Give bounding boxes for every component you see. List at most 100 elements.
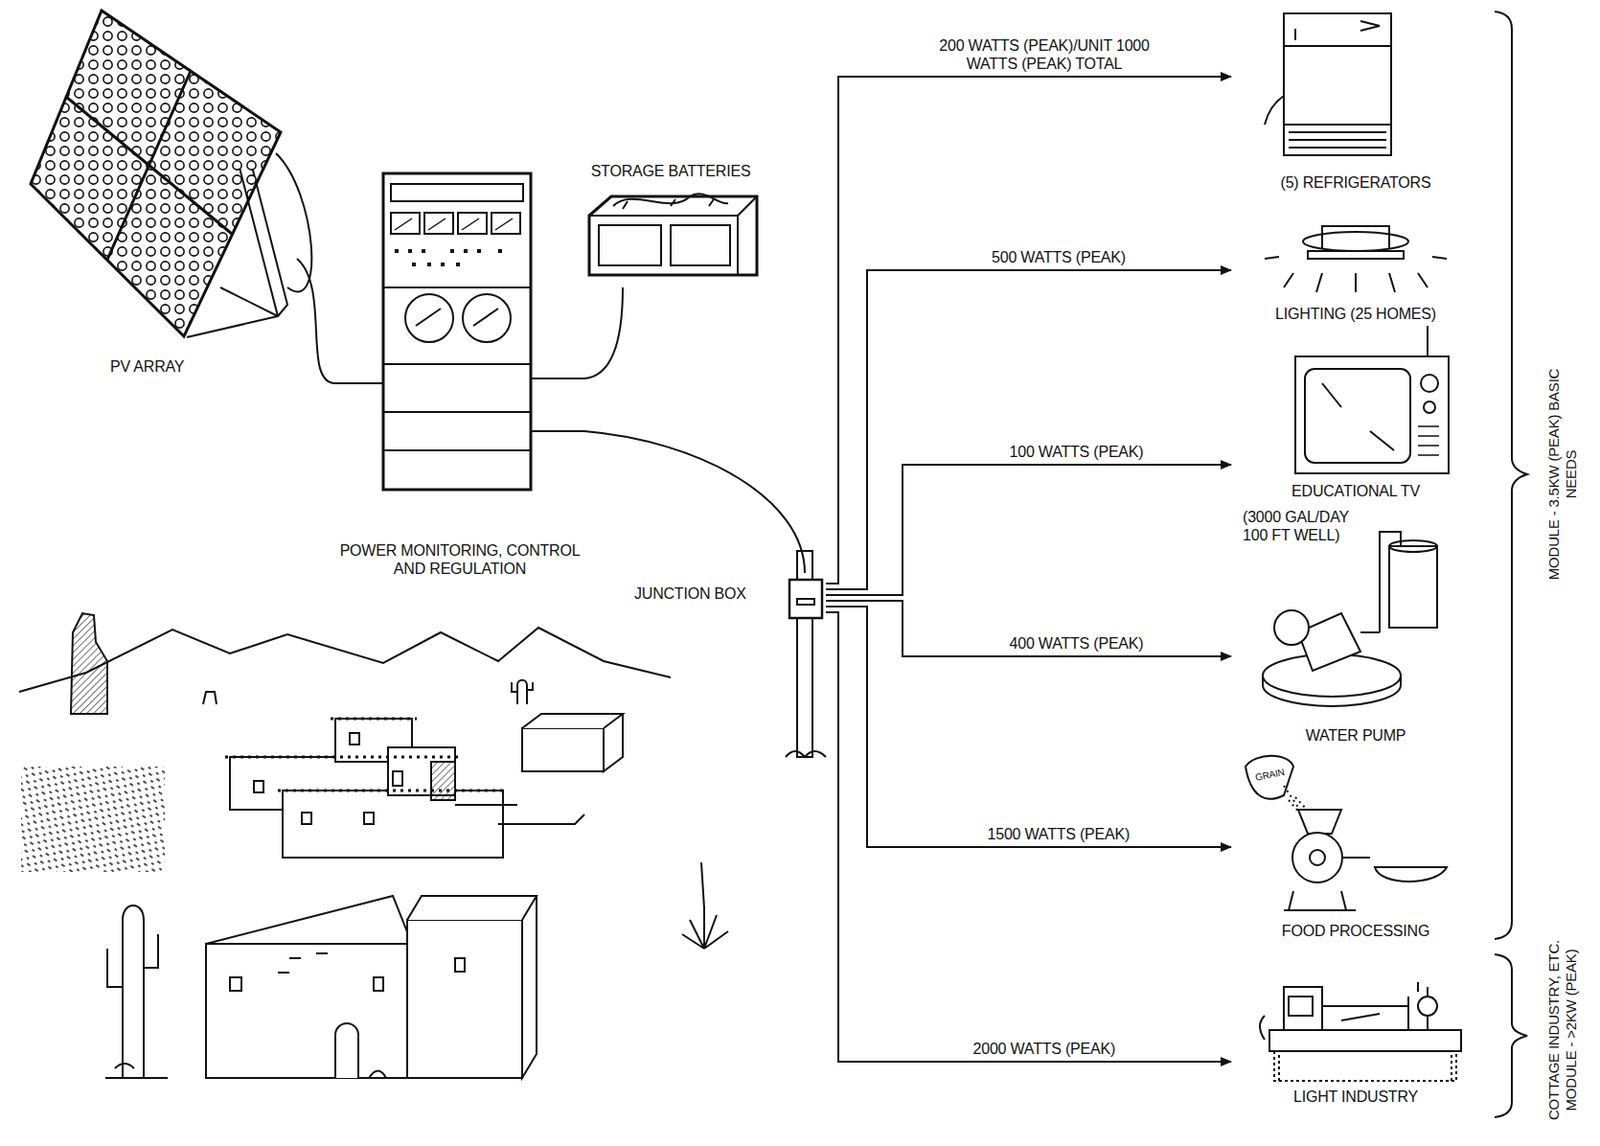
water-pump [1262,531,1438,707]
landscape-part [203,691,217,705]
adobe-houses-part [455,804,585,824]
adobe-houses-part [225,718,508,791]
control-cabinet-part [394,251,503,265]
television-part [1295,356,1449,474]
storage-batteries-part [670,225,731,266]
lathe-part [1322,982,1428,1030]
control-cabinet-part [415,308,499,326]
television-part [1420,374,1439,392]
load-node: LIGHTING (25 HOMES) [1231,215,1481,331]
feeder-line [825,612,1232,1062]
landscape-part [21,766,165,872]
node-label: LIGHT INDUSTRY [1231,1087,1481,1106]
lathe-part [1269,1029,1462,1052]
bracket-label-box: COTTAGE INDUSTRY, ETC. MODULE - >2KW (PE… [1544,924,1579,1137]
grain-mill-part [1292,832,1343,883]
adobe-houses-part [282,790,503,858]
refrigerator [1264,13,1392,156]
feeder-line [825,76,1232,584]
feeder-line [825,606,1232,847]
landscape-part [511,680,533,705]
bracket-label: MODULE - 3.5KW (PEAK) BASIC NEEDS [1544,364,1579,586]
control-cabinet-part [390,183,524,202]
load-node: (5) REFRIGERATORS [1231,7,1481,200]
lathe-part [1288,996,1313,1016]
node-label: (5) REFRIGERATORS [1231,173,1481,192]
lathe-part [1274,1051,1457,1081]
control-cabinet-part [383,173,531,490]
storage-batteries [589,193,757,275]
pv-array [30,10,312,338]
landscape-part [107,905,159,1078]
lathe [1259,982,1462,1081]
pv-array-part [66,70,232,260]
node-label: JUNCTION BOX [634,584,826,603]
water-pump-part [1262,675,1401,707]
adobe-houses-part [522,728,604,772]
pv-array-node: PV ARRAY [19,7,298,391]
node-label: WATER PUMP [1231,726,1481,745]
refrigerator-part [1264,21,1392,148]
junction-pole-part [789,579,823,618]
landscape-part [19,627,671,692]
storage-batteries-part [589,196,757,275]
adobe-houses-part [522,713,623,772]
landscape [19,613,729,1078]
edge-label: 2000 WATTS (PEAK) [970,1039,1120,1058]
water-pump-part [1389,546,1438,628]
grain-mill-part [1283,857,1371,911]
feeder-line [825,600,1232,657]
grain-mill-part [1309,849,1326,866]
grain-mill [1245,755,1447,911]
adobe-houses-part [205,895,412,944]
adobe-houses-part [364,812,374,824]
cable [297,258,336,384]
load-node: EDUCATIONAL TV [1231,335,1481,506]
adobe-houses-part [301,812,312,824]
light-fixture-part [1302,231,1409,252]
edge-label-box: 200 WATTS (PEAK)/UNIT 1000 WATTS (PEAK) … [926,36,1163,73]
light-fixture-part [1264,256,1447,293]
edge-label-box: 1500 WATTS (PEAK) [984,824,1134,844]
television-part [1417,426,1440,456]
bracket-part [1494,954,1528,1118]
adobe-houses-part [349,732,360,745]
grain-mill-part [1245,755,1294,800]
adobe-houses [205,713,623,1078]
feeder-line [825,270,1232,590]
node-label: (3000 GAL/DAY 100 FT WELL) [1242,507,1372,545]
feeder-line [825,464,1232,595]
light-fixture [1264,226,1447,293]
control-cabinet-part [335,378,585,432]
adobe-houses-part [407,895,537,1078]
edge-label: 100 WATTS (PEAK) [1006,442,1147,461]
bracket-label-box: MODULE - 3.5KW (PEAK) BASIC NEEDS [1544,364,1579,586]
lathe-part [1417,996,1438,1016]
junction-pole-part [797,598,815,605]
adobe-houses-part [431,761,456,800]
node-label: LIGHTING (25 HOMES) [1231,304,1481,323]
node-label: POWER MONITORING, CONTROL AND REGULATION [335,541,585,578]
edge-label-box: 100 WATTS (PEAK) [1006,442,1147,461]
node-label: FOOD PROCESSING [1231,921,1481,940]
node-label: EDUCATIONAL TV [1231,481,1481,501]
storage-batteries-part [589,196,757,275]
television [1295,325,1449,474]
load-node: LIGHT INDUSTRY [1231,967,1481,1112]
control-cabinet-part [383,287,531,451]
edge-label: 400 WATTS (PEAK) [1006,634,1147,653]
grain-mill-part [1298,809,1342,834]
control-cabinet-part [394,218,513,230]
storage-batteries-part [598,225,662,266]
bracket [1494,11,1528,1118]
junction-pole [785,550,826,757]
light-fixture-part [1307,226,1404,259]
control-cabinet-part [405,294,454,343]
cable [584,287,623,379]
battery-node: STORAGE BATTERIES [574,158,767,288]
water-pump-part [1360,631,1380,634]
adobe-houses-part [229,953,465,1078]
junction-pole-part [785,751,826,757]
